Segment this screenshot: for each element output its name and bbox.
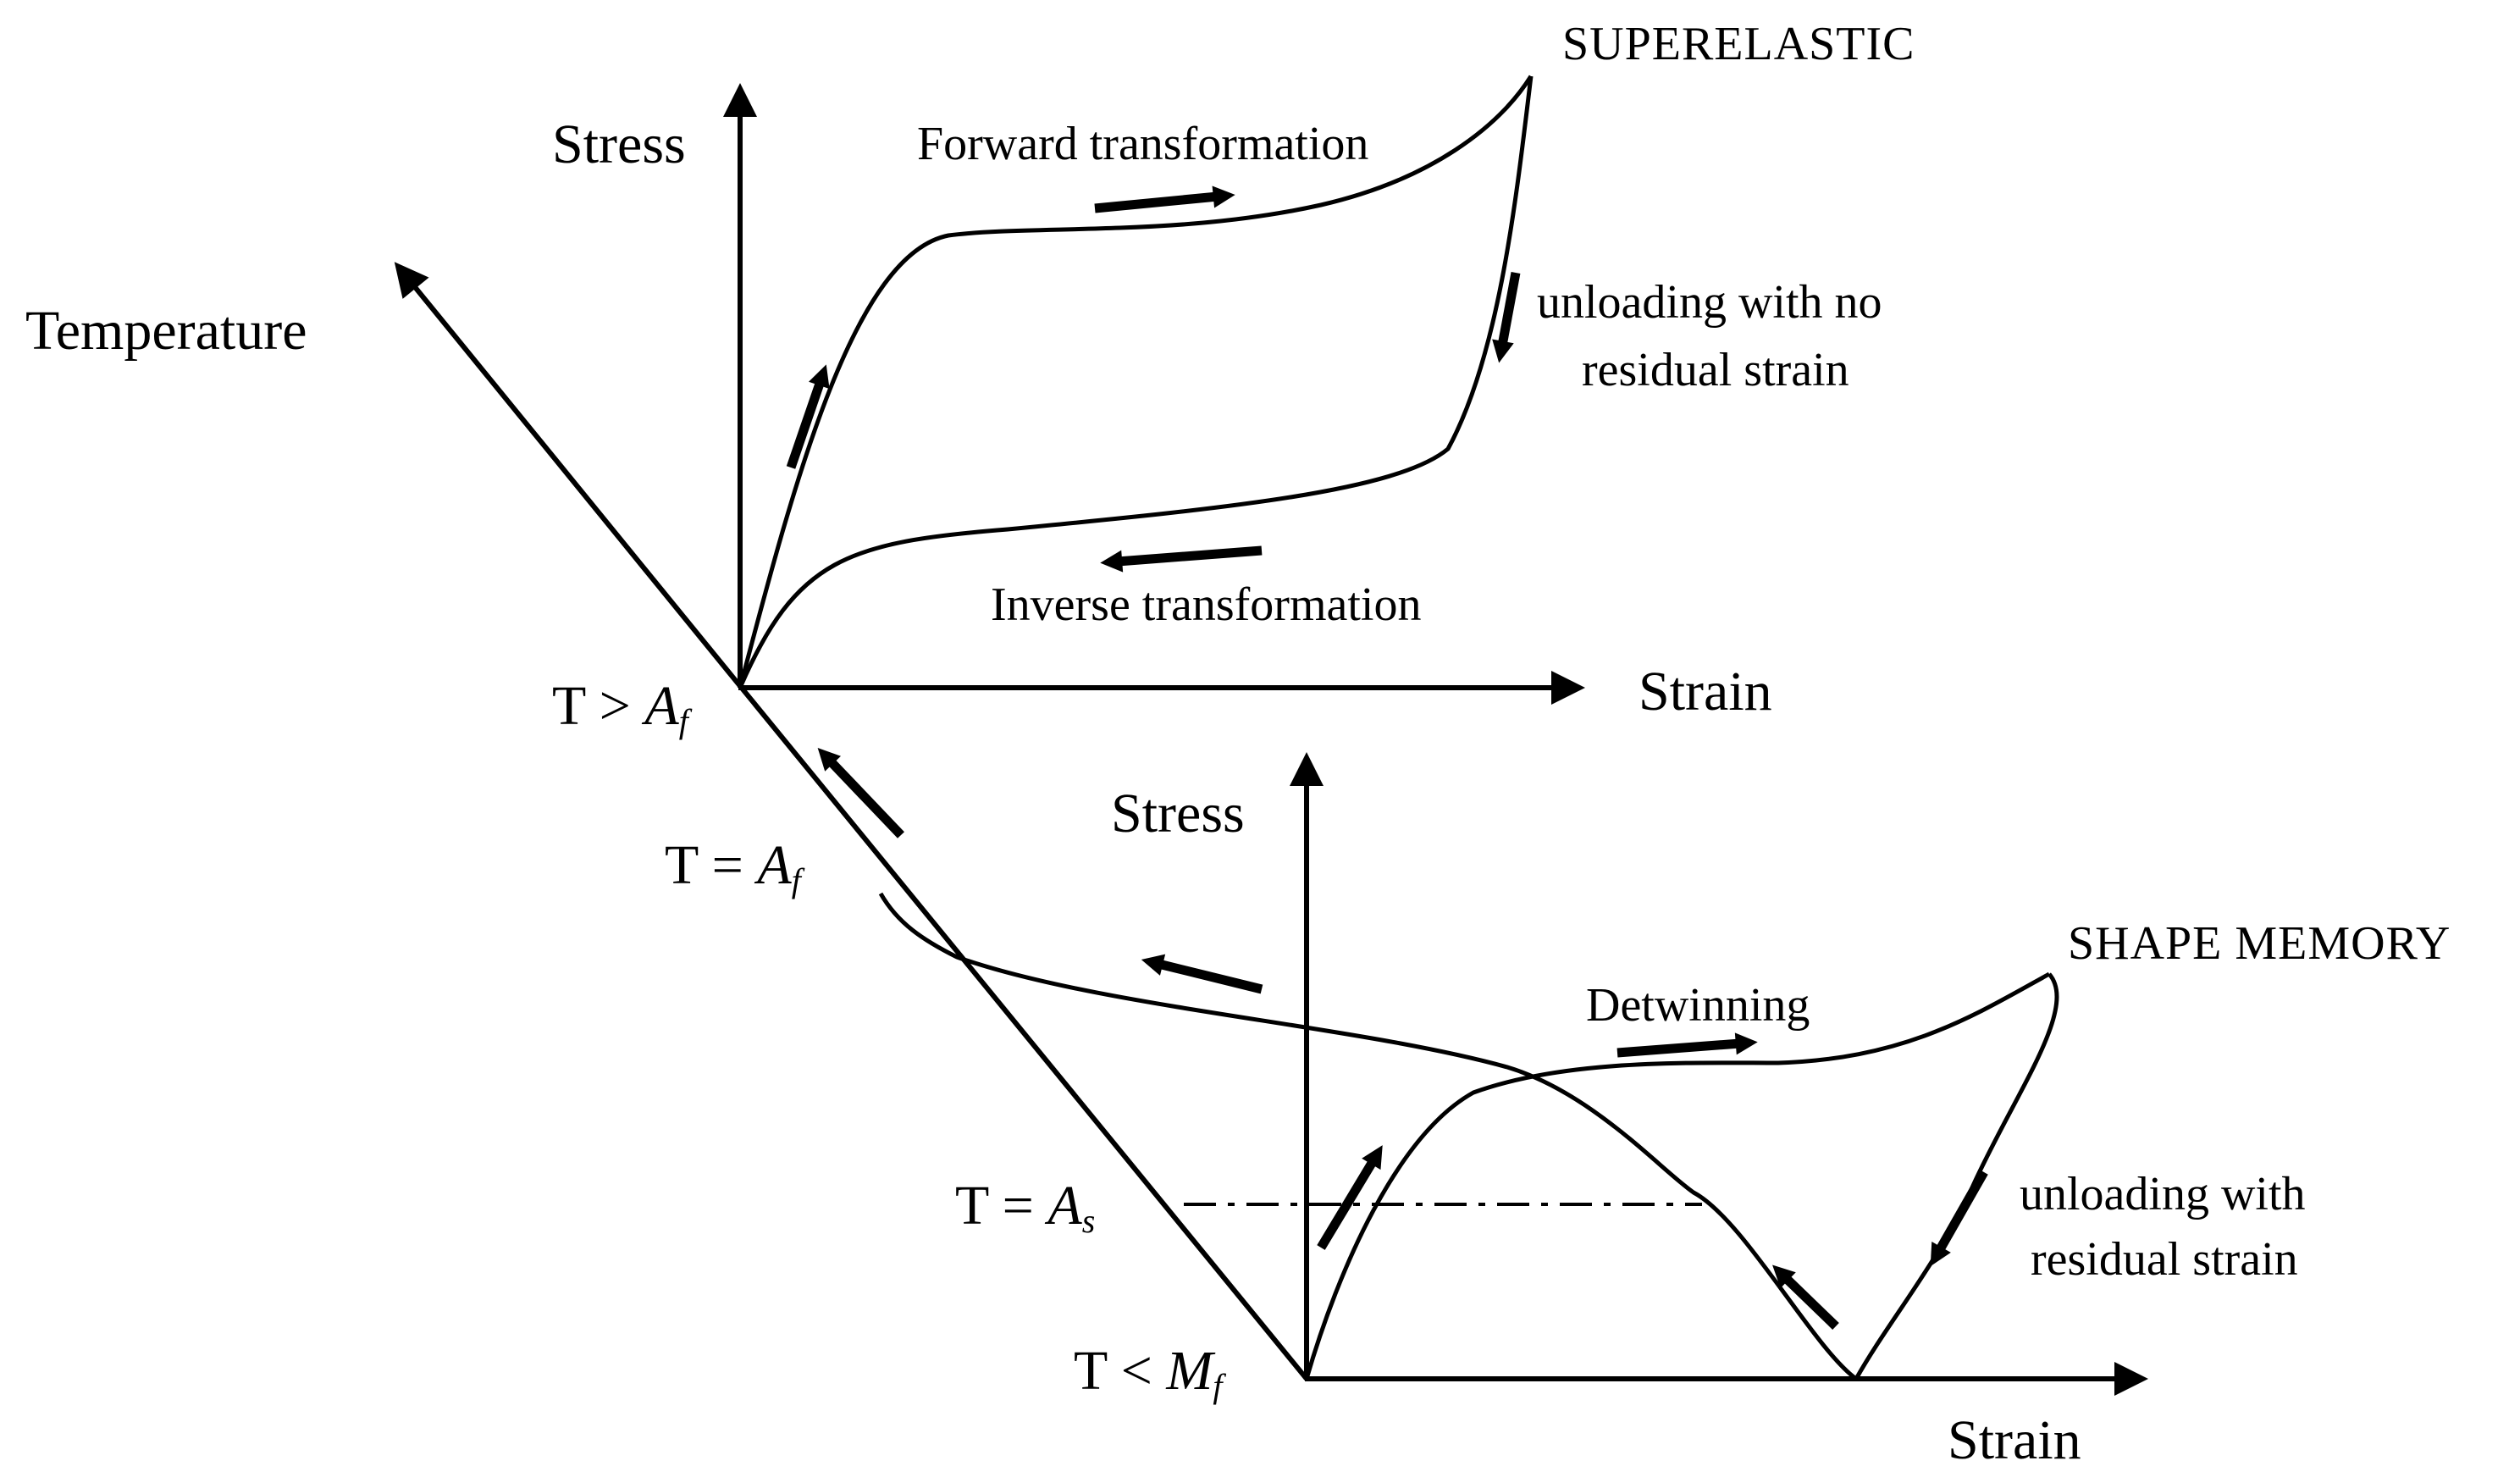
superelastic-unloading-label-line2: residual strain (1582, 344, 1849, 396)
heating-arrow-middle (1141, 954, 1263, 994)
temperature-axis-lower-segment (738, 684, 1309, 1381)
superelastic-loading-arrow (786, 364, 830, 469)
superelastic-loading-curve (738, 75, 1534, 689)
t-less-mf-label: T < Mf (1074, 1340, 1226, 1405)
t-equals-as-label: T = As (955, 1175, 1095, 1240)
detwinning-label: Detwinning (1586, 979, 1810, 1032)
shape-memory-unloading-label-line1: unloading with (2020, 1168, 2306, 1220)
superelastic-axes (723, 83, 1585, 705)
superelastic-unloading-curve (738, 75, 1534, 689)
t-equals-af-label: T = Af (665, 834, 805, 899)
superelastic-strain-label: Strain (1639, 661, 1772, 722)
temperature-axis-upper-segment (394, 262, 743, 688)
t-greater-af-label: T > Af (552, 675, 693, 740)
detwinning-arrow (1616, 1032, 1758, 1058)
heating-recovery-curve (878, 892, 1858, 1381)
heating-arrow-lower (1772, 1264, 1839, 1330)
superelastic-unloading-label-line1: unloading with no (1537, 276, 1882, 329)
shape-memory-unloading-label-line2: residual strain (2031, 1233, 2298, 1286)
shape-memory-strain-label: Strain (1948, 1409, 2081, 1471)
superelastic-title: SUPERELASTIC (1562, 18, 1915, 70)
inverse-transformation-arrow (1100, 545, 1263, 573)
shape-memory-unloading-arrow (1930, 1170, 1988, 1267)
shape-memory-axes (1290, 752, 2148, 1396)
detwinning-loading-curve (1304, 971, 2051, 1380)
forward-transformation-label: Forward transformation (917, 118, 1368, 170)
superelastic-unloading-arrow (1492, 271, 1521, 363)
shape-memory-title: SHAPE MEMORY (2068, 917, 2451, 970)
superelastic-stress-label: Stress (552, 113, 686, 175)
temperature-axis-label: Temperature (25, 300, 307, 362)
inverse-transformation-label: Inverse transformation (991, 578, 1421, 631)
temperature-axis (394, 262, 1309, 1381)
forward-transformation-arrow (1094, 185, 1235, 213)
shape-memory-stress-label: Stress (1111, 783, 1245, 844)
detwinning-loading-arrow (1317, 1145, 1383, 1250)
heating-arrow-upper (817, 747, 904, 838)
